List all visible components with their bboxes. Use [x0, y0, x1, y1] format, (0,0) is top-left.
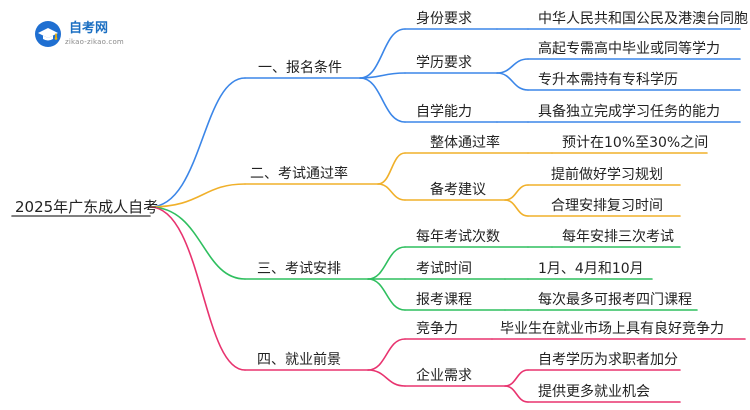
branch-connector [149, 77, 246, 208]
branch-label: 一、报名条件 [258, 60, 342, 76]
sub-node-label: 整体通过率 [430, 135, 500, 151]
sub-node-label: 自学能力 [416, 104, 472, 120]
sub-connector [367, 338, 406, 371]
leaf-connector [496, 72, 529, 91]
sub-connector [367, 278, 406, 311]
leaf-connector [504, 199, 529, 217]
sub-connector [359, 77, 406, 123]
sub-node-label: 报考课程 [416, 292, 472, 308]
leaf-connector [496, 58, 529, 74]
leaf-connector [504, 184, 529, 201]
leaf-node-label: 预计在10%至30%之间 [562, 135, 709, 151]
sub-connector [377, 183, 406, 201]
leaf-node-label: 提供更多就业机会 [538, 384, 650, 400]
graduation-cap-icon [35, 21, 61, 47]
leaf-node-label: 中华人民共和国公民及港澳台同胞 [538, 11, 748, 27]
leaf-node-label: 提前做好学习规划 [551, 167, 663, 183]
sub-node-label: 竞争力 [416, 321, 458, 337]
sub-node-label: 备考建议 [430, 182, 486, 198]
logo-title: 自考网 [69, 21, 109, 36]
sub-node-label: 学历要求 [416, 55, 472, 71]
sub-node-label: 身份要求 [416, 11, 472, 27]
leaf-node-label: 每次最多可报考四门课程 [538, 292, 692, 308]
leaf-node-label: 1月、4月和10月 [538, 261, 644, 277]
sub-connector [367, 246, 406, 280]
branch-connector [149, 183, 246, 208]
sub-node-label: 每年考试次数 [416, 229, 500, 245]
branch-connector [149, 206, 246, 371]
sub-node-label: 企业需求 [416, 368, 472, 384]
logo-url: zikao-zikao.com [65, 38, 124, 46]
leaf-node-label: 专升本需持有专科学历 [538, 72, 678, 88]
leaf-connector [504, 369, 529, 387]
sub-connector [367, 369, 406, 387]
sub-connector [359, 72, 406, 79]
sub-connector [359, 28, 406, 79]
leaf-node-label: 合理安排复习时间 [551, 198, 663, 214]
branch-label: 三、考试安排 [257, 261, 341, 277]
leaf-node-label: 高起专需高中毕业或同等学力 [538, 41, 720, 57]
sub-connector [377, 152, 406, 185]
leaf-node-label: 自考学历为求职者加分 [538, 352, 678, 368]
branch-label: 四、就业前景 [257, 352, 341, 368]
branch-label: 二、考试通过率 [250, 166, 348, 182]
leaf-node-label: 每年安排三次考试 [562, 229, 674, 245]
branch-connector [149, 206, 246, 280]
root-node: 2025年广东成人自考 [15, 198, 159, 216]
leaf-node-label: 具备独立完成学习任务的能力 [538, 104, 720, 120]
leaf-node-label: 毕业生在就业市场上具有良好竞争力 [500, 321, 724, 337]
sub-node-label: 考试时间 [416, 261, 472, 277]
leaf-connector [504, 385, 529, 403]
